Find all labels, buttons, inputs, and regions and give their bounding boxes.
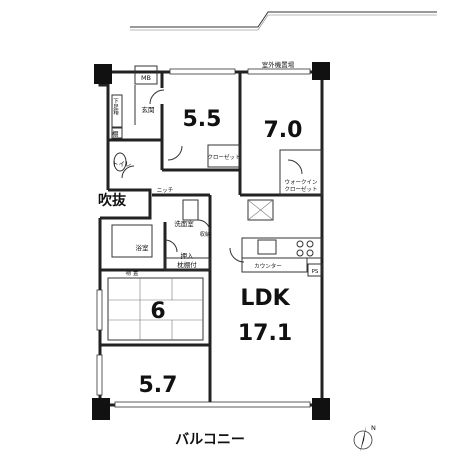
label-toilet: トイレ <box>112 160 132 168</box>
label-closet: クローゼット <box>207 153 240 161</box>
room-size-tatami: 6 <box>150 299 165 324</box>
fixtures <box>111 65 323 277</box>
label-entrance: 玄関 <box>142 105 155 114</box>
label-niche: ニッチ <box>157 187 174 194</box>
north-label: N <box>371 424 376 432</box>
label-shoe-box: 下足箱 <box>112 98 119 116</box>
label-bath: 浴室 <box>136 243 150 252</box>
structural-columns <box>92 62 330 420</box>
room-size-western-2: 7.0 <box>264 118 303 143</box>
room-size-western-1: 5.5 <box>183 107 222 132</box>
label-ps: PS <box>312 269 319 275</box>
label-balcony: バルコニー <box>175 432 245 448</box>
label-shelf: 棚 <box>112 129 119 138</box>
label-oshiire-2: 枕棚付 <box>177 260 197 269</box>
label-void: 吹抜 <box>98 192 127 209</box>
label-storage: 収納 <box>199 230 211 238</box>
ldk-size: 17.1 <box>238 321 292 346</box>
tatami-mats <box>107 277 204 341</box>
label-outdoor-unit: 室外機置場 <box>262 60 295 69</box>
north-arrow-icon: N <box>353 424 376 452</box>
label-tokonoma: 物 置 <box>126 269 139 277</box>
windows <box>96 68 311 408</box>
ldk-label: LDK <box>240 286 290 311</box>
label-walk-in-1: ウォークイン <box>284 178 318 186</box>
label-mb: MB <box>141 74 151 82</box>
label-oshiire-1: 押入 <box>181 251 195 260</box>
room-size-western-3: 5.7 <box>139 373 178 398</box>
roof-outline <box>130 11 437 31</box>
label-walk-in-2: クローゼット <box>284 185 317 193</box>
door-swings <box>121 89 303 263</box>
label-washroom: 洗面室 <box>174 219 194 228</box>
label-counter: カウンター <box>254 262 282 270</box>
